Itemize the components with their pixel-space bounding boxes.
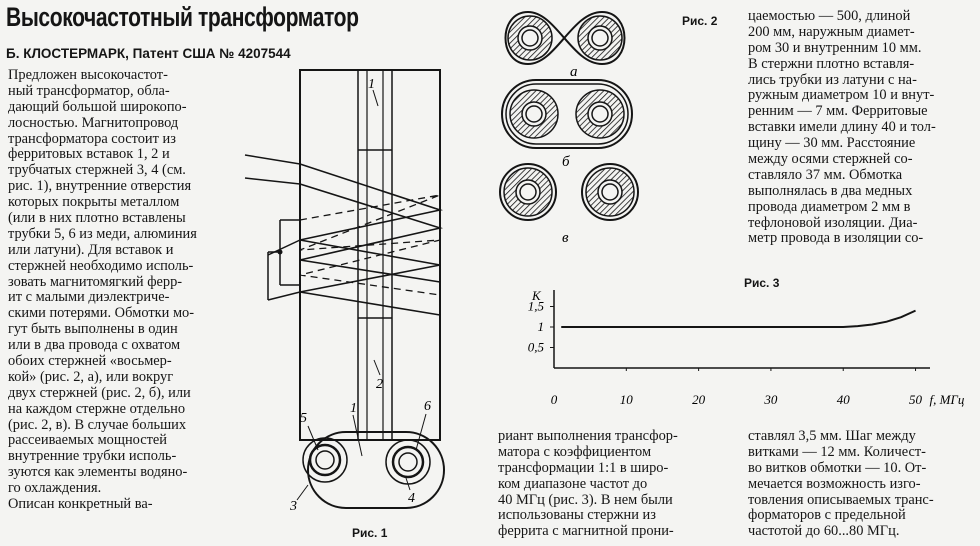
cross-section-outline xyxy=(307,431,445,509)
text-line: В стержни плотно вставля- xyxy=(748,56,915,72)
y-tick-label: 1 xyxy=(538,319,545,334)
text-line: на каждом стержне отдельно xyxy=(8,401,186,417)
article-author: Б. КЛОСТЕРМАРК, Патент США № 4207544 xyxy=(6,46,291,61)
fig2-label-v: в xyxy=(562,230,569,246)
text-line: частотой до 60...80 МГц. xyxy=(748,524,900,540)
text-line: или в два провода с охватом xyxy=(8,338,181,354)
text-line: скими потерями. Обмотки мо- xyxy=(8,306,195,322)
text-line: ставляло 37 мм. Обмотка xyxy=(748,167,903,183)
figure-3-caption: Рис. 3 xyxy=(744,276,780,290)
text-line: ком диапазоне частот до xyxy=(498,476,648,492)
text-line: стержней необходимо исполь- xyxy=(8,258,194,274)
text-line: использованы стержни из xyxy=(498,508,656,524)
text-line: трубки 5, 6 из меди, алюминия xyxy=(8,226,197,242)
figure-1: 1 2 5 6 1 3 4 xyxy=(244,69,445,514)
text-line: щину — 30 мм. Расстояние xyxy=(748,136,916,152)
x-tick-label: 20 xyxy=(692,392,706,407)
text-line: ный трансформатор, обла- xyxy=(8,83,170,99)
text-line: тефлоновой изоляции. Диа- xyxy=(748,215,918,231)
figure-2: а б в xyxy=(499,10,639,246)
fig1-label-4: 4 xyxy=(408,491,415,506)
text-line: мечается возможность изго- xyxy=(748,476,921,492)
column-3-text: риант выполнения трансфор-матора с коэфф… xyxy=(498,429,724,540)
text-line: ром 30 и внутренним 10 мм. xyxy=(748,40,922,56)
y-tick-label: 1,5 xyxy=(528,299,545,314)
text-line: витками — 12 мм. Количест- xyxy=(748,444,926,460)
text-line: дающий большой широкопо- xyxy=(8,99,187,115)
text-line: риант выполнения трансфор- xyxy=(498,429,678,444)
text-line: которых покрыты металлом xyxy=(8,195,180,211)
figure-1-caption: Рис. 1 xyxy=(352,526,388,540)
text-line: цаемостью — 500, длиной xyxy=(748,9,911,24)
article-title: Высокочастотный трансформатор xyxy=(6,2,359,32)
text-line: 40 МГц (рис. 3). В нем были xyxy=(498,492,673,508)
x-tick-label: 30 xyxy=(763,392,778,407)
text-line: ит с малыми диэлектриче- xyxy=(8,290,170,306)
text-line: форматоров с предельной xyxy=(748,508,906,524)
x-tick-label: 0 xyxy=(551,392,558,407)
fig2-b: б xyxy=(501,79,633,170)
text-line: или латуни). Для вставок и xyxy=(8,242,174,258)
text-line: рассеиваемых мощностей xyxy=(8,433,167,449)
text-line: лосностью. Магнитопровод xyxy=(8,115,179,131)
text-line: феррита с магнитной прони- xyxy=(498,524,674,540)
text-line: товления описываемых транс- xyxy=(748,492,934,508)
text-line: Предложен высокочастот- xyxy=(8,68,168,83)
text-line: лись трубки из латуни с на- xyxy=(748,72,917,88)
fig1-label-5: 5 xyxy=(300,411,307,426)
fig2-label-a: а xyxy=(570,64,578,80)
text-line: зуются как элементы водяно- xyxy=(8,465,188,481)
text-line: во витков обмотки — 10. От- xyxy=(748,460,927,476)
text-line: (или в них плотно вставлены xyxy=(8,211,186,227)
text-line: провода диаметром 2 мм в xyxy=(748,199,911,215)
fig1-label-3: 3 xyxy=(289,499,297,514)
text-line: матора с коэффициентом xyxy=(498,444,652,460)
text-line: ренним — 7 мм. Ферритовые xyxy=(748,104,928,120)
fig1-label-insert-bottom: 2 xyxy=(376,377,383,392)
x-axis-label: f, МГц xyxy=(930,392,965,407)
series-line xyxy=(561,309,916,328)
fig1-label-6: 6 xyxy=(424,399,431,414)
text-line: вставки имели длину 40 и тол- xyxy=(748,120,936,136)
text-line: между осями стержней со- xyxy=(748,152,913,168)
fig2-label-b: б xyxy=(562,154,570,170)
fig1-label-1b: 1 xyxy=(350,401,357,416)
text-line: выполнялась в два медных xyxy=(748,183,913,199)
text-line: трансформатора состоит из xyxy=(8,131,176,147)
text-line: ставлял 3,5 мм. Шаг между xyxy=(748,429,916,444)
y-axis-label: К xyxy=(531,288,542,303)
text-line: метр провода в изоляции со- xyxy=(748,231,924,247)
text-line: го охлаждения. xyxy=(8,481,102,497)
x-tick-label: 10 xyxy=(620,392,634,407)
text-line: Описан конкретный ва- xyxy=(8,497,153,513)
text-line: рис. 1), внутренние отверстия xyxy=(8,179,192,195)
fig2-a: а xyxy=(504,10,626,80)
text-line: ферритовых вставок 1, 2 и xyxy=(8,147,170,163)
column-1-text: Предложен высокочастот-ный трансформатор… xyxy=(8,68,236,513)
fig1-label-insert-top: 1 xyxy=(368,77,375,92)
text-line: зовать магнитомягкий ферр- xyxy=(8,274,183,290)
y-tick-label: 0,5 xyxy=(528,340,545,355)
text-line: (рис. 2, в). В случае больших xyxy=(8,417,187,433)
fig2-v: в xyxy=(499,163,639,246)
text-line: трубчатых стержней 3, 4 (см. xyxy=(8,163,186,179)
text-line: ружным диаметром 10 и внут- xyxy=(748,88,935,104)
text-line: обоих стержней «восьмер- xyxy=(8,354,172,370)
x-tick-label: 40 xyxy=(837,392,851,407)
figure-3-chart: К 0,5 1 1,5 0 10 20 30 40 50 f, МГц xyxy=(528,288,965,407)
text-line: трансформации 1:1 в широ- xyxy=(498,460,669,476)
text-line: 200 мм, наружным диамет- xyxy=(748,24,915,40)
text-line: двух стержней (рис. 2, б), или xyxy=(8,385,191,401)
x-tick-label: 50 xyxy=(909,392,923,407)
text-line: гут быть выполнены в один xyxy=(8,322,178,338)
text-line: кой» (рис. 2, а), или вокруг xyxy=(8,369,174,385)
text-line: внутренние трубки исполь- xyxy=(8,449,177,465)
figure-2-caption: Рис. 2 xyxy=(682,14,718,28)
